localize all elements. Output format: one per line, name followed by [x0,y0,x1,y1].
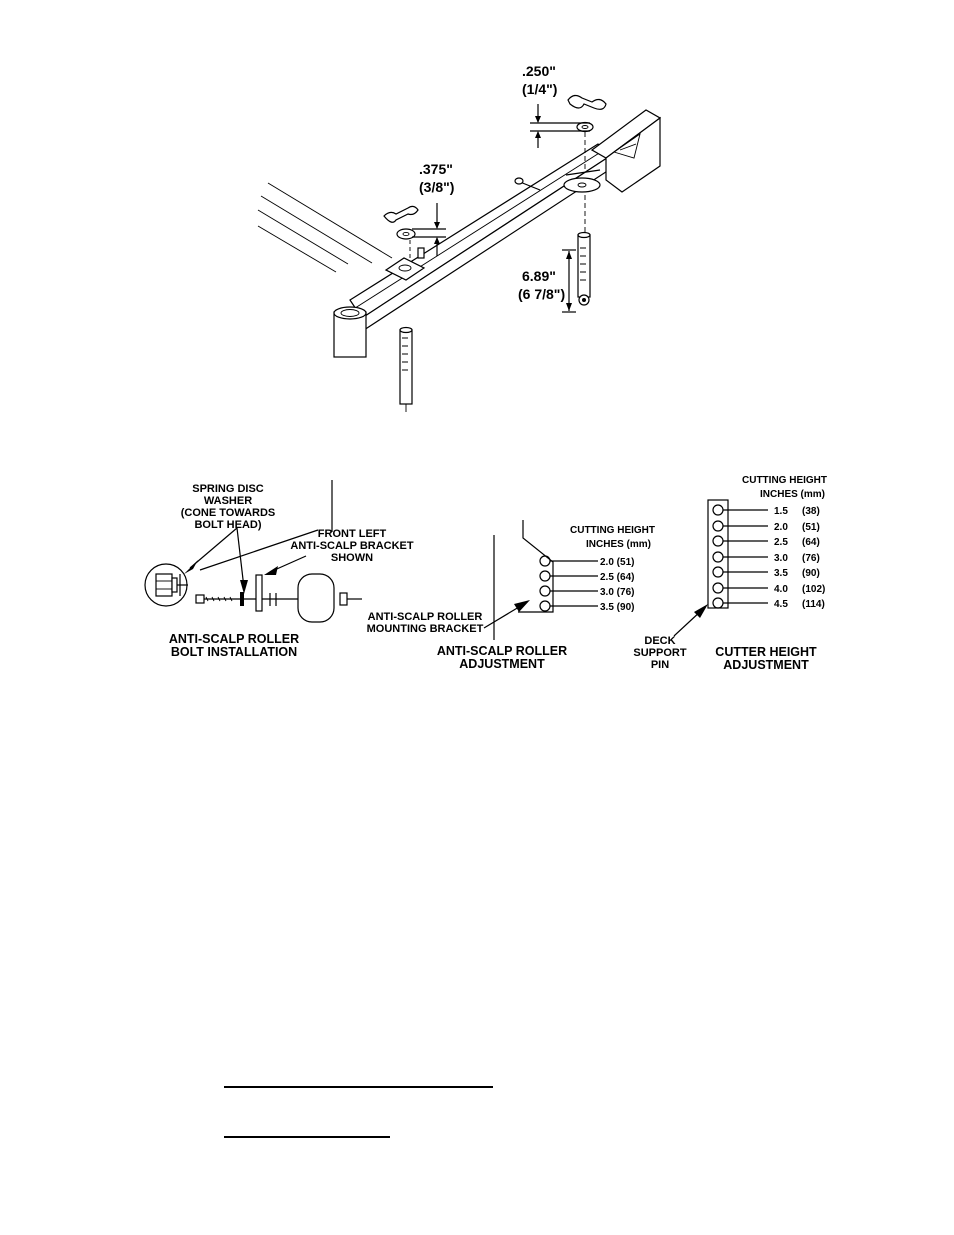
deck-pin-label: SUPPORT [633,647,686,659]
washer-label-line: SPRING DISC [192,483,264,495]
cutter-row-mm: (51) [802,522,820,533]
roller-table-row: 2.5 (64) [600,572,634,583]
bracket-label-line: SHOWN [331,552,373,564]
hairpin-clip [567,94,607,110]
spring-disc-washer [240,592,244,606]
adjustment-hole [539,570,551,582]
cutter-table-header: INCHES (mm) [760,489,825,500]
cutter-adjustment-illustration [673,499,768,637]
height-plate [707,499,729,609]
bolt-installation-title: BOLT INSTALLATION [171,645,297,659]
cutter-row-mm: (64) [802,537,820,548]
cutter-row-mm: (102) [802,584,825,595]
nut [339,592,348,606]
bolt-installation-illustration [144,480,362,623]
adjustment-hole [539,555,551,567]
cutter-row-inches: 1.5 [774,506,788,517]
dim-quarter-fraction: (1/4") [522,81,557,97]
cutter-row-mm: (76) [802,553,820,564]
height-hole [712,504,724,516]
bolt-head [195,594,205,604]
roller-adjustment-title: ANTI-SCALP ROLLER [437,644,567,658]
cutter-row-inches: 3.5 [774,568,788,579]
height-hole [712,566,724,578]
roller [297,573,335,623]
left-pad [384,257,426,281]
bolt-installation-title: ANTI-SCALP ROLLER [169,632,299,646]
deck-pin-label: DECK [644,635,675,647]
deck-rail-line [257,209,349,265]
deck-rail-line [267,182,393,259]
bracket-label-line: ANTI-SCALP BRACKET [290,540,414,552]
adjustment-hole [539,585,551,597]
deck-frame-illustration [257,94,662,412]
height-hole [712,582,724,594]
washer-label-line: (CONE TOWARDS [181,507,276,519]
height-hole [712,597,724,609]
roller-table-header: CUTTING HEIGHT [570,525,655,536]
bracket-label-line: FRONT LEFT [318,528,387,540]
washer-label-line: BOLT HEAD) [194,519,261,531]
cutter-row-inches: 4.5 [774,599,788,610]
roller-table-row: 3.0 (76) [600,587,634,598]
cutter-row-inches: 2.5 [774,537,788,548]
dim-quarter-value: .250" [522,63,556,79]
height-hole [712,520,724,532]
cutter-table-header: CUTTING HEIGHT [742,475,827,486]
cutter-row-mm: (38) [802,506,820,517]
dim-pin-value: 6.89" [522,268,556,284]
cutter-row-inches: 2.0 [774,522,788,533]
deck-rail-line [257,225,337,273]
cutter-row-inches: 4.0 [774,584,788,595]
mounting-bracket-label: ANTI-SCALP ROLLER [368,611,483,623]
roller-adjustment-title: ADJUSTMENT [459,657,545,671]
deck-rail-line [260,195,373,264]
bracket-pad [563,177,601,193]
bracket-plate [255,574,263,612]
cutter-adjustment-title: CUTTER HEIGHT [715,645,817,659]
cutter-adjustment-title: ADJUSTMENT [723,658,809,672]
mounting-bracket-label: MOUNTING BRACKET [367,623,484,635]
cutter-row-mm: (114) [802,599,825,610]
vertical-pin-left [399,329,413,405]
washer-leader [189,527,238,569]
deck-pin-label: PIN [651,659,669,671]
cutter-row-inches: 3.0 [774,553,788,564]
washer [396,228,416,240]
roller-table-row: 3.5 (90) [600,602,634,613]
height-hole [712,535,724,547]
washer-label-line: WASHER [204,495,252,507]
washer [576,121,594,133]
roller-adjustment-illustration [483,520,598,640]
dim-three-eighths-fraction: (3/8") [419,179,454,195]
dim-pin-fraction: (6 7/8") [518,286,565,302]
dim-three-eighths-value: .375" [419,161,453,177]
hairpin-clip [383,205,419,223]
adjustment-hole [539,600,551,612]
stud [417,247,425,259]
cutter-row-mm: (90) [802,568,820,579]
height-hole [712,551,724,563]
crossbar [349,143,611,319]
vertical-pin-right [577,234,591,298]
roller-table-row: 2.0 (51) [600,557,634,568]
roller-table-header: INCHES (mm) [586,539,651,550]
